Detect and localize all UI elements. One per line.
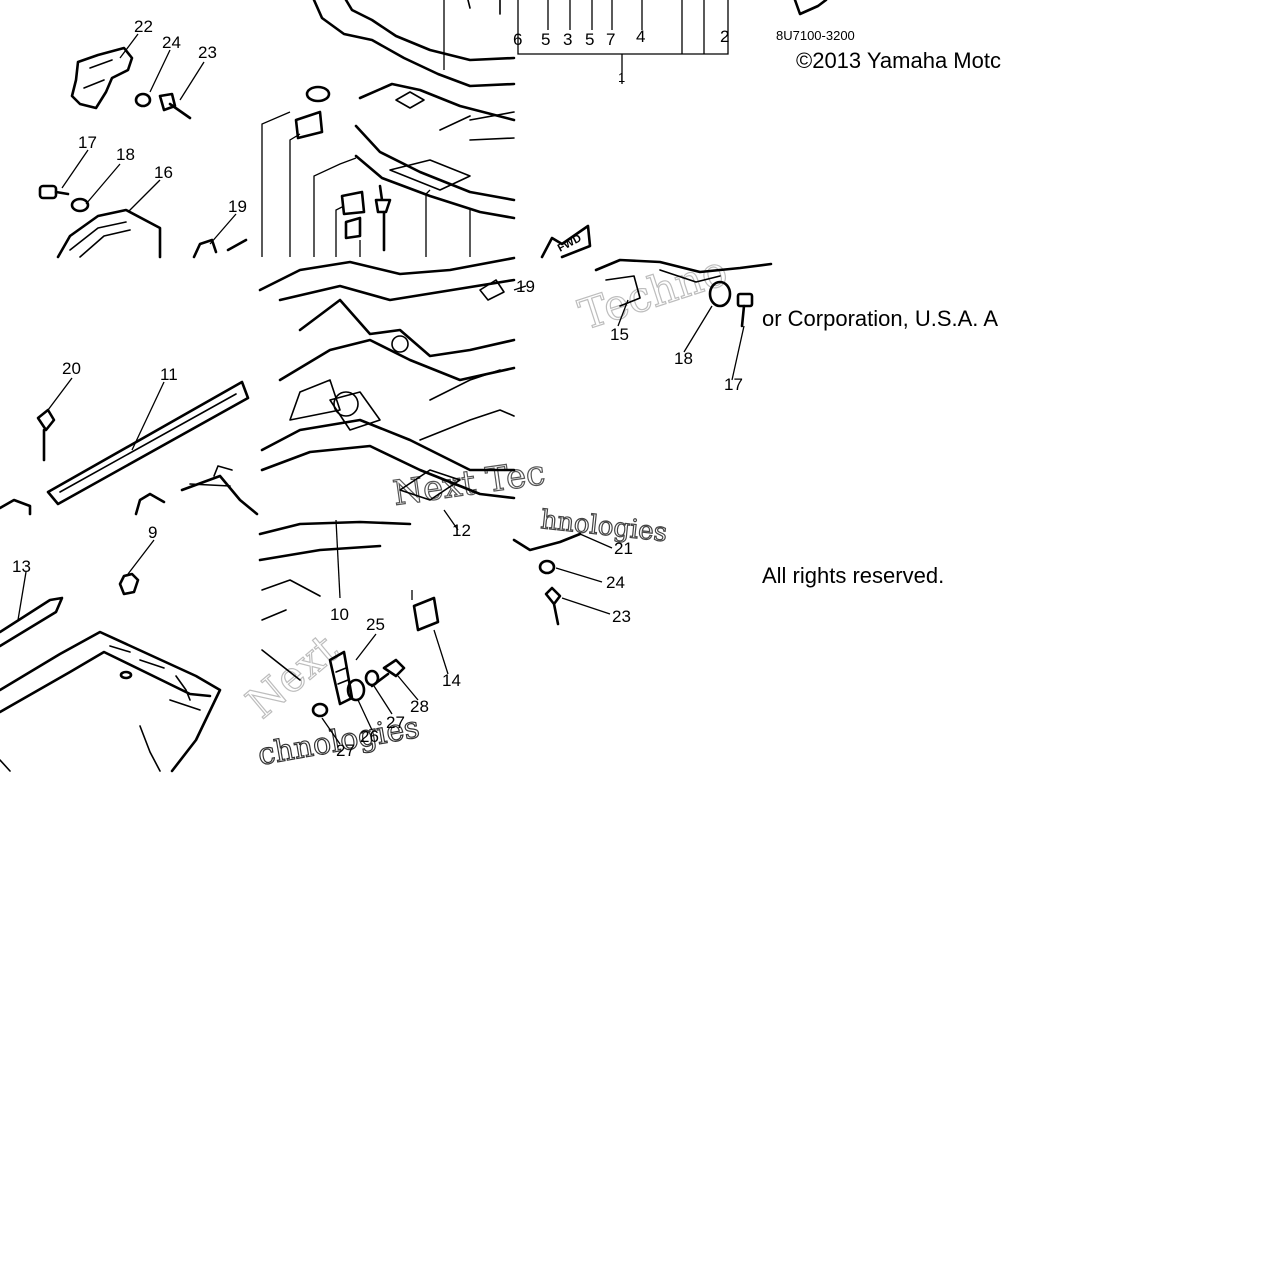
copyright-line-3: All rights reserved.	[762, 563, 945, 588]
part-collar-26	[346, 678, 366, 702]
callout-28: 28	[410, 697, 429, 716]
leader-lines	[17, 33, 745, 745]
body-edge-middle-left	[0, 465, 259, 516]
frame-side-rail	[258, 520, 412, 681]
callout-21: 21	[614, 539, 633, 558]
part-clip-19a	[192, 238, 248, 259]
callout-9: 9	[148, 523, 157, 542]
watermark-layer: Techno Next Tec hnologies Next chnologie…	[236, 245, 733, 773]
part-molding-11	[46, 380, 250, 506]
callout-6: 6	[513, 30, 522, 49]
callout-14: 14	[442, 671, 461, 690]
callout-17: 17	[724, 375, 743, 394]
callout-23: 23	[612, 607, 631, 626]
part-rivet-20	[36, 408, 56, 462]
callout-20: 20	[62, 359, 81, 378]
callout-18: 18	[116, 145, 135, 164]
part-bushing-stack	[294, 85, 392, 252]
watermark-text: Next	[237, 624, 347, 727]
copyright-line-2: or Corporation, U.S.A. A	[762, 306, 998, 331]
callout-27: 27	[386, 713, 405, 732]
direction-arrow-top	[793, 0, 828, 16]
part-rivet-23b	[544, 586, 562, 626]
fwd-arrow: FWD	[540, 224, 592, 259]
part-code: 8U7100-3200	[776, 28, 855, 43]
callout-19: 19	[228, 197, 247, 216]
frame-rear-section	[312, 0, 516, 220]
part-rivet-23a	[158, 92, 192, 120]
callout-18: 18	[674, 349, 693, 368]
frame-center-section	[258, 256, 516, 501]
callout-17: 17	[78, 133, 97, 152]
watermark-text: Next Tec	[391, 453, 548, 514]
copyright-line-1: ©2013 Yamaha Motc	[796, 48, 1001, 73]
callout-23: 23	[198, 43, 217, 62]
callout-26: 26	[360, 727, 379, 746]
part-bolt-17a	[38, 184, 70, 200]
part-guard-22	[70, 46, 134, 110]
part-washer-27b	[311, 702, 329, 718]
part-cap-9	[118, 572, 140, 680]
callout-11: 11	[160, 365, 178, 384]
callout-25: 25	[366, 615, 385, 634]
leader-bracket-group-1	[261, 0, 471, 257]
callout-15: 15	[610, 325, 629, 344]
callout-3: 3	[563, 30, 572, 49]
callout-12: 12	[452, 521, 471, 540]
part-seat-panel	[0, 630, 222, 773]
callout-22: 22	[134, 17, 153, 36]
callout-10: 10	[330, 605, 349, 624]
part-flap-16	[56, 208, 162, 259]
part-washer-18a	[70, 197, 90, 213]
callout-24: 24	[606, 573, 625, 592]
part-bolt-17b	[736, 292, 754, 328]
part-washer-24b	[538, 559, 556, 575]
part-bolt-28	[370, 658, 406, 688]
callout-19: 19	[516, 277, 535, 296]
callout-16: 16	[154, 163, 173, 182]
part-washer-24a	[134, 92, 152, 108]
callout-labels: 22 24 23 17 18 16 19 20 11 13 9 6 5 3 5 …	[12, 17, 743, 760]
callout-7: 7	[606, 30, 615, 49]
callout-bracket-1	[517, 0, 729, 84]
part-flap-15	[594, 258, 773, 307]
callout-27: 27	[336, 741, 355, 760]
callout-5: 5	[585, 30, 594, 49]
callout-2: 2	[720, 27, 729, 46]
part-molding-13	[0, 596, 64, 648]
part-washer-18b	[708, 280, 732, 308]
callout-24: 24	[162, 33, 181, 52]
callout-1: 1	[618, 70, 625, 85]
part-edge-21	[512, 532, 582, 552]
part-pad-14	[411, 590, 440, 632]
callout-5: 5	[541, 30, 550, 49]
callout-4: 4	[636, 27, 645, 46]
part-rail-10	[335, 519, 341, 599]
callout-13: 13	[12, 557, 31, 576]
